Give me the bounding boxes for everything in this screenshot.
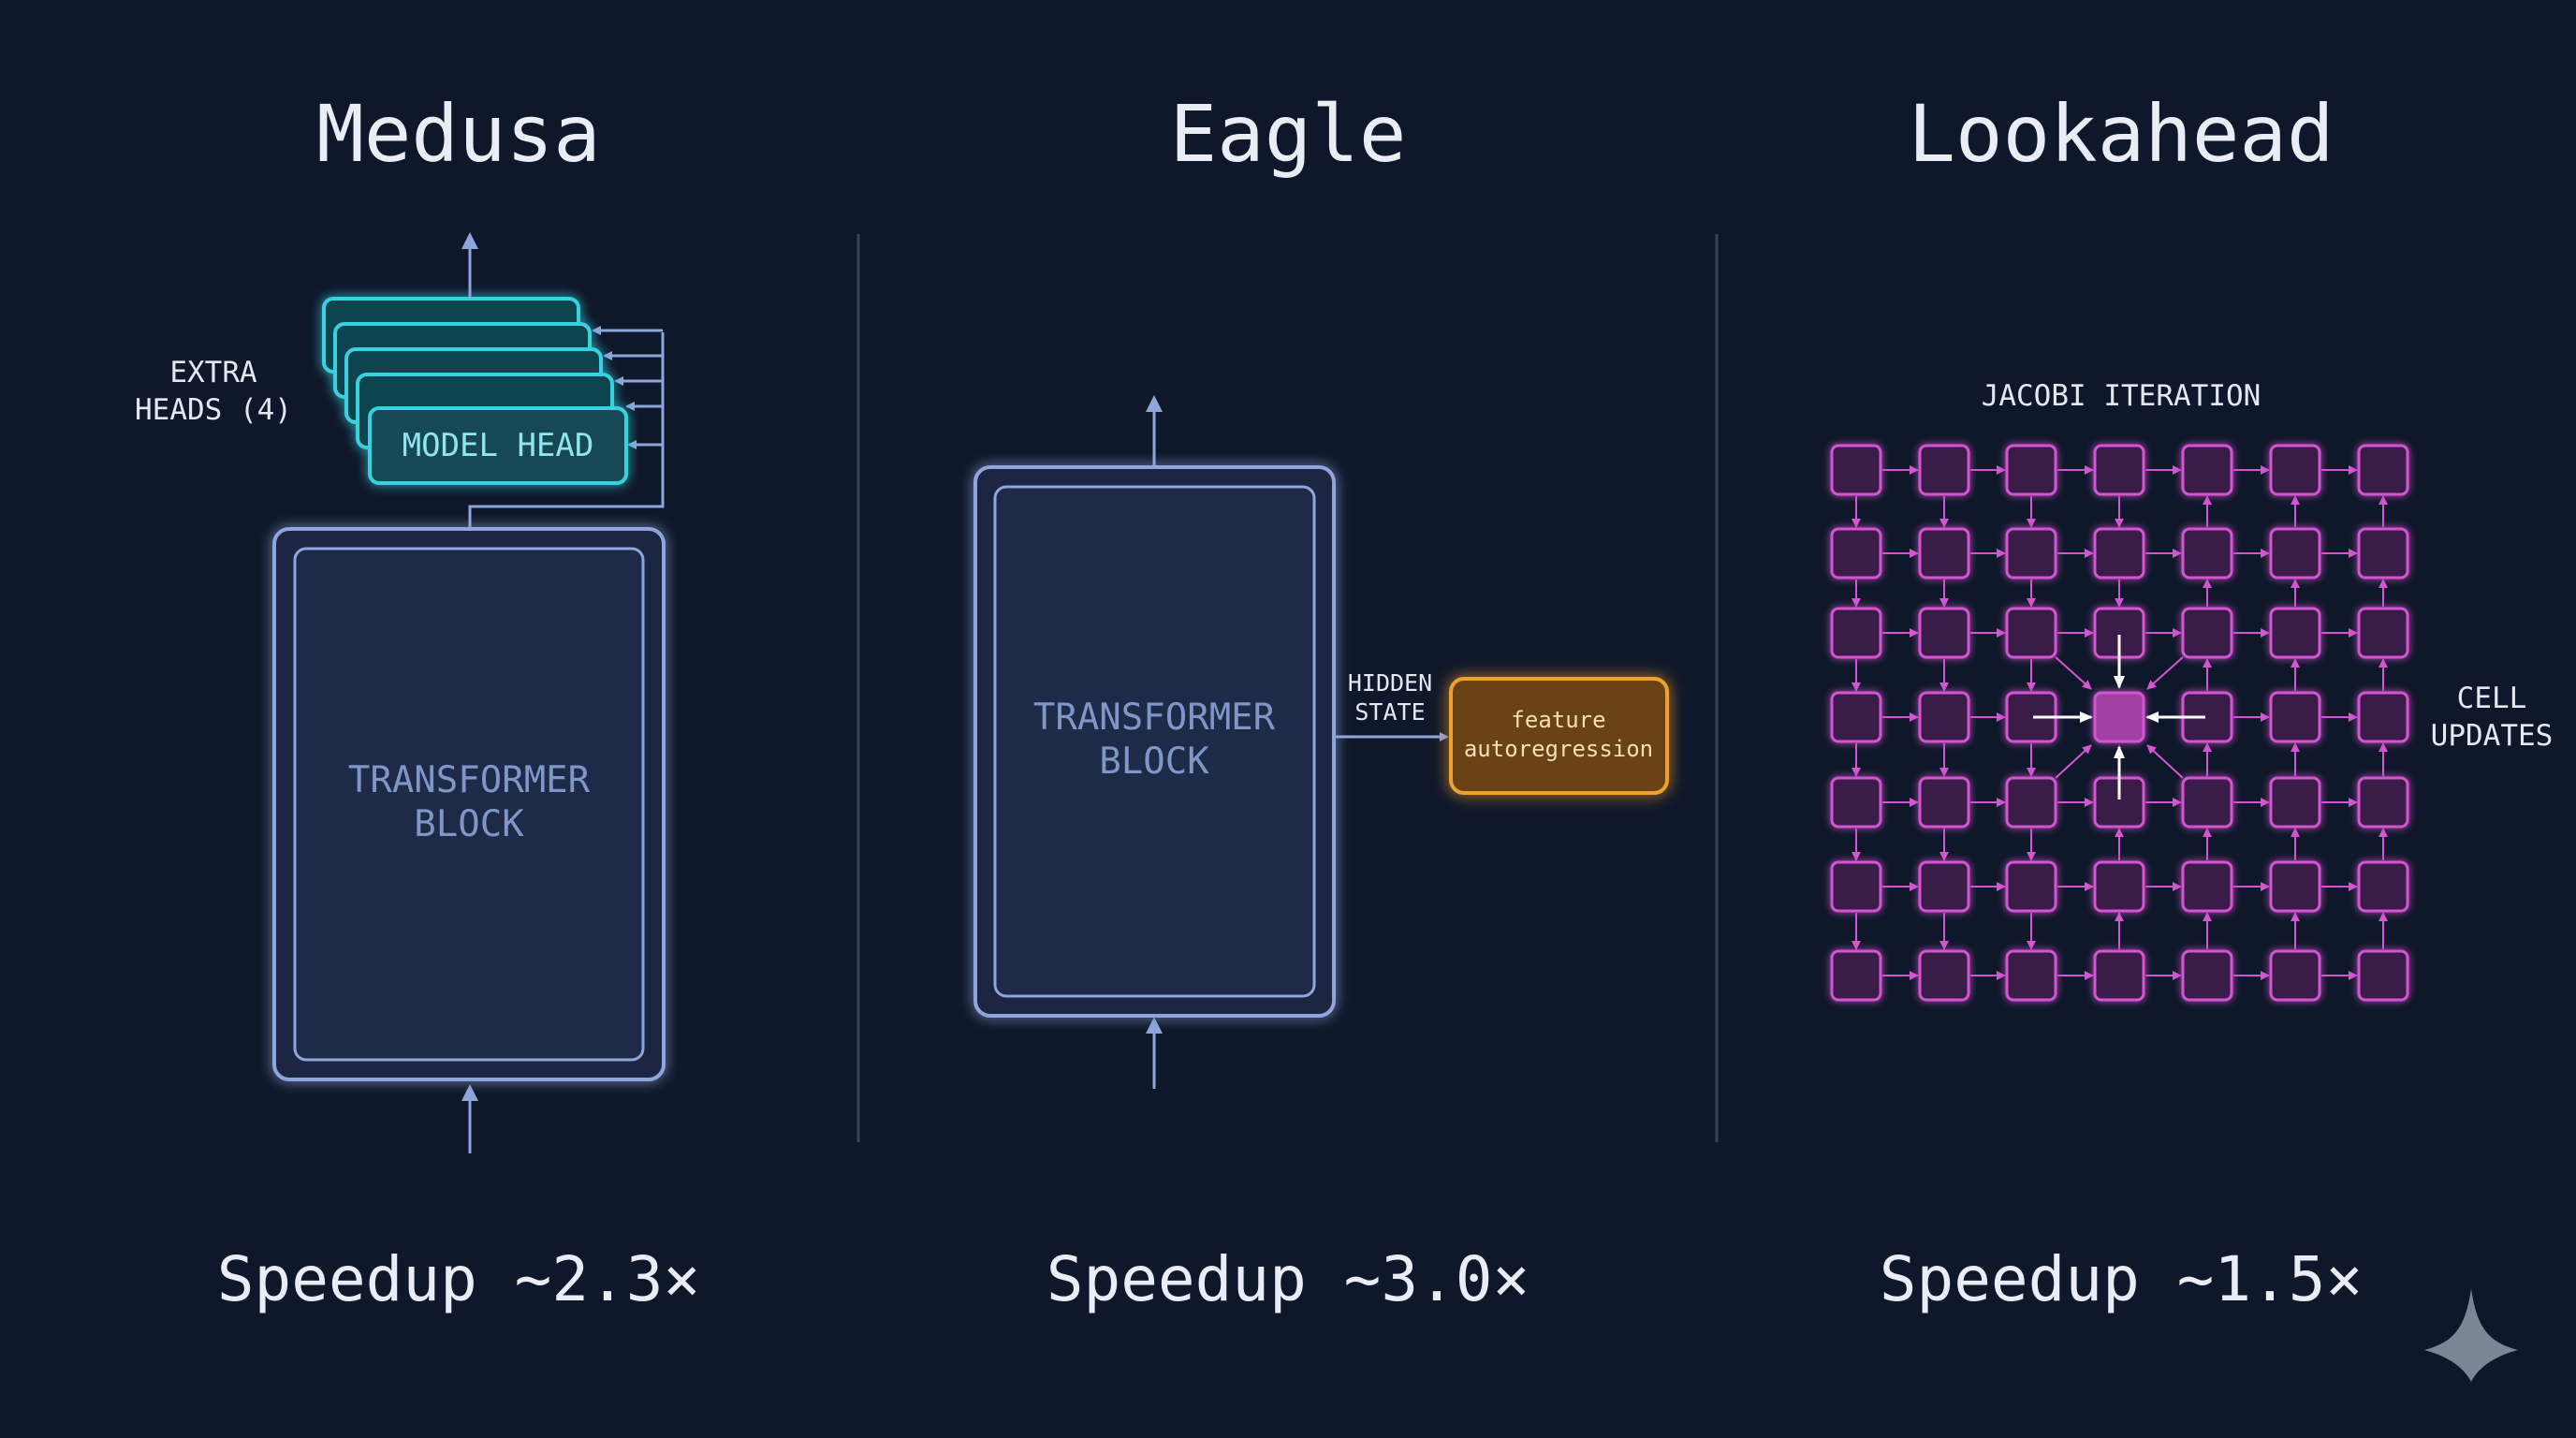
transformer-block-label-line2: BLOCK bbox=[1099, 741, 1209, 783]
grid-cell bbox=[2181, 776, 2233, 829]
grid-cell bbox=[2005, 949, 2057, 1002]
grid-cell bbox=[1918, 607, 1970, 659]
eagle-diagram: TRANSFORMER BLOCK HIDDEN STATE feature a… bbox=[973, 395, 1669, 1089]
grid-cell bbox=[1830, 949, 1882, 1002]
grid-cell bbox=[1830, 776, 1882, 829]
grid-cell bbox=[1830, 691, 1882, 743]
grid-cell bbox=[1830, 860, 1882, 913]
grid-cell bbox=[2357, 776, 2409, 829]
grid-cell bbox=[2181, 860, 2233, 913]
grid-cell bbox=[2269, 949, 2321, 1002]
cell-updates-label-line1: CELL bbox=[2457, 682, 2527, 715]
grid-cell bbox=[2093, 527, 2145, 580]
medusa-diagram: TRANSFORMER BLOCK MODEL HEAD EXTRA HEADS… bbox=[135, 232, 666, 1153]
grid-cell bbox=[2357, 860, 2409, 913]
feature-autoregression-box bbox=[1449, 677, 1669, 795]
grid-cell bbox=[2005, 527, 2057, 580]
grid-cell bbox=[1830, 444, 1882, 496]
jacobi-iteration-label: JACOBI ITERATION bbox=[1982, 379, 2261, 413]
grid-cell bbox=[2357, 691, 2409, 743]
transformer-block-label-line1: TRANSFORMER bbox=[1033, 697, 1276, 739]
grid-cell bbox=[2357, 949, 2409, 1002]
grid-cell bbox=[2269, 776, 2321, 829]
transformer-block-label-line1: TRANSFORMER bbox=[348, 759, 591, 801]
grid-cell bbox=[1830, 527, 1882, 580]
transformer-block-inner bbox=[993, 485, 1316, 998]
panel-title-eagle: Eagle bbox=[1170, 88, 1407, 180]
grid-cell bbox=[1918, 691, 1970, 743]
lookahead-diagram: JACOBI ITERATION CELL UPDATES bbox=[1830, 379, 2554, 1002]
grid-cell bbox=[2093, 444, 2145, 496]
transformer-block-inner bbox=[293, 547, 645, 1062]
grid-cell bbox=[2269, 444, 2321, 496]
grid-cell bbox=[1918, 444, 1970, 496]
grid-cell-center bbox=[2093, 691, 2145, 743]
transformer-block-label-line2: BLOCK bbox=[414, 803, 524, 845]
grid-diagonal-arrow bbox=[2055, 744, 2092, 779]
grid-cell bbox=[2181, 949, 2233, 1002]
grid-cell bbox=[2269, 607, 2321, 659]
grid-cell bbox=[2269, 527, 2321, 580]
speedup-eagle: Speedup ~3.0× bbox=[1046, 1243, 1530, 1315]
sparkle-icon bbox=[2424, 1288, 2518, 1382]
grid-diagonal-arrow bbox=[2055, 656, 2092, 690]
jacobi-grid bbox=[1830, 444, 2409, 1002]
grid-cell bbox=[1918, 527, 1970, 580]
grid-cell bbox=[2005, 607, 2057, 659]
model-head-label: MODEL HEAD bbox=[402, 427, 594, 464]
feature-box-label-line2: autoregression bbox=[1464, 736, 1653, 762]
grid-cell bbox=[2181, 607, 2233, 659]
grid-cell bbox=[2269, 691, 2321, 743]
panel-title-lookahead: Lookahead bbox=[1908, 88, 2334, 180]
grid-cell bbox=[2181, 527, 2233, 580]
grid-cell bbox=[2005, 776, 2057, 829]
speedup-medusa: Speedup ~2.3× bbox=[217, 1243, 701, 1315]
grid-cell bbox=[1918, 776, 1970, 829]
grid-cell bbox=[2093, 949, 2145, 1002]
hidden-state-label-line2: STATE bbox=[1354, 698, 1425, 726]
head-feed-line bbox=[468, 332, 665, 529]
feature-box-label-line1: feature bbox=[1511, 707, 1605, 733]
grid-cell bbox=[2005, 860, 2057, 913]
model-head-card bbox=[368, 406, 628, 485]
panel-title-medusa: Medusa bbox=[316, 88, 600, 180]
grid-diagonal-arrow bbox=[2146, 656, 2184, 690]
grid-cell bbox=[2005, 444, 2057, 496]
grid-cell bbox=[2357, 444, 2409, 496]
grid-cell bbox=[1918, 949, 1970, 1002]
grid-cell bbox=[2181, 444, 2233, 496]
cell-updates-label-line2: UPDATES bbox=[2431, 719, 2554, 753]
grid-cell bbox=[2093, 860, 2145, 913]
grid-cell bbox=[2357, 607, 2409, 659]
extra-heads-label-line1: EXTRA bbox=[169, 356, 257, 389]
hidden-state-label-line1: HIDDEN bbox=[1348, 669, 1432, 697]
grid-cell bbox=[1830, 607, 1882, 659]
grid-cell bbox=[2269, 860, 2321, 913]
extra-heads-label-line2: HEADS (4) bbox=[135, 393, 292, 427]
grid-cell bbox=[1918, 860, 1970, 913]
grid-diagonal-arrow bbox=[2146, 744, 2184, 779]
speedup-lookahead: Speedup ~1.5× bbox=[1880, 1243, 2364, 1315]
grid-cell bbox=[2357, 527, 2409, 580]
